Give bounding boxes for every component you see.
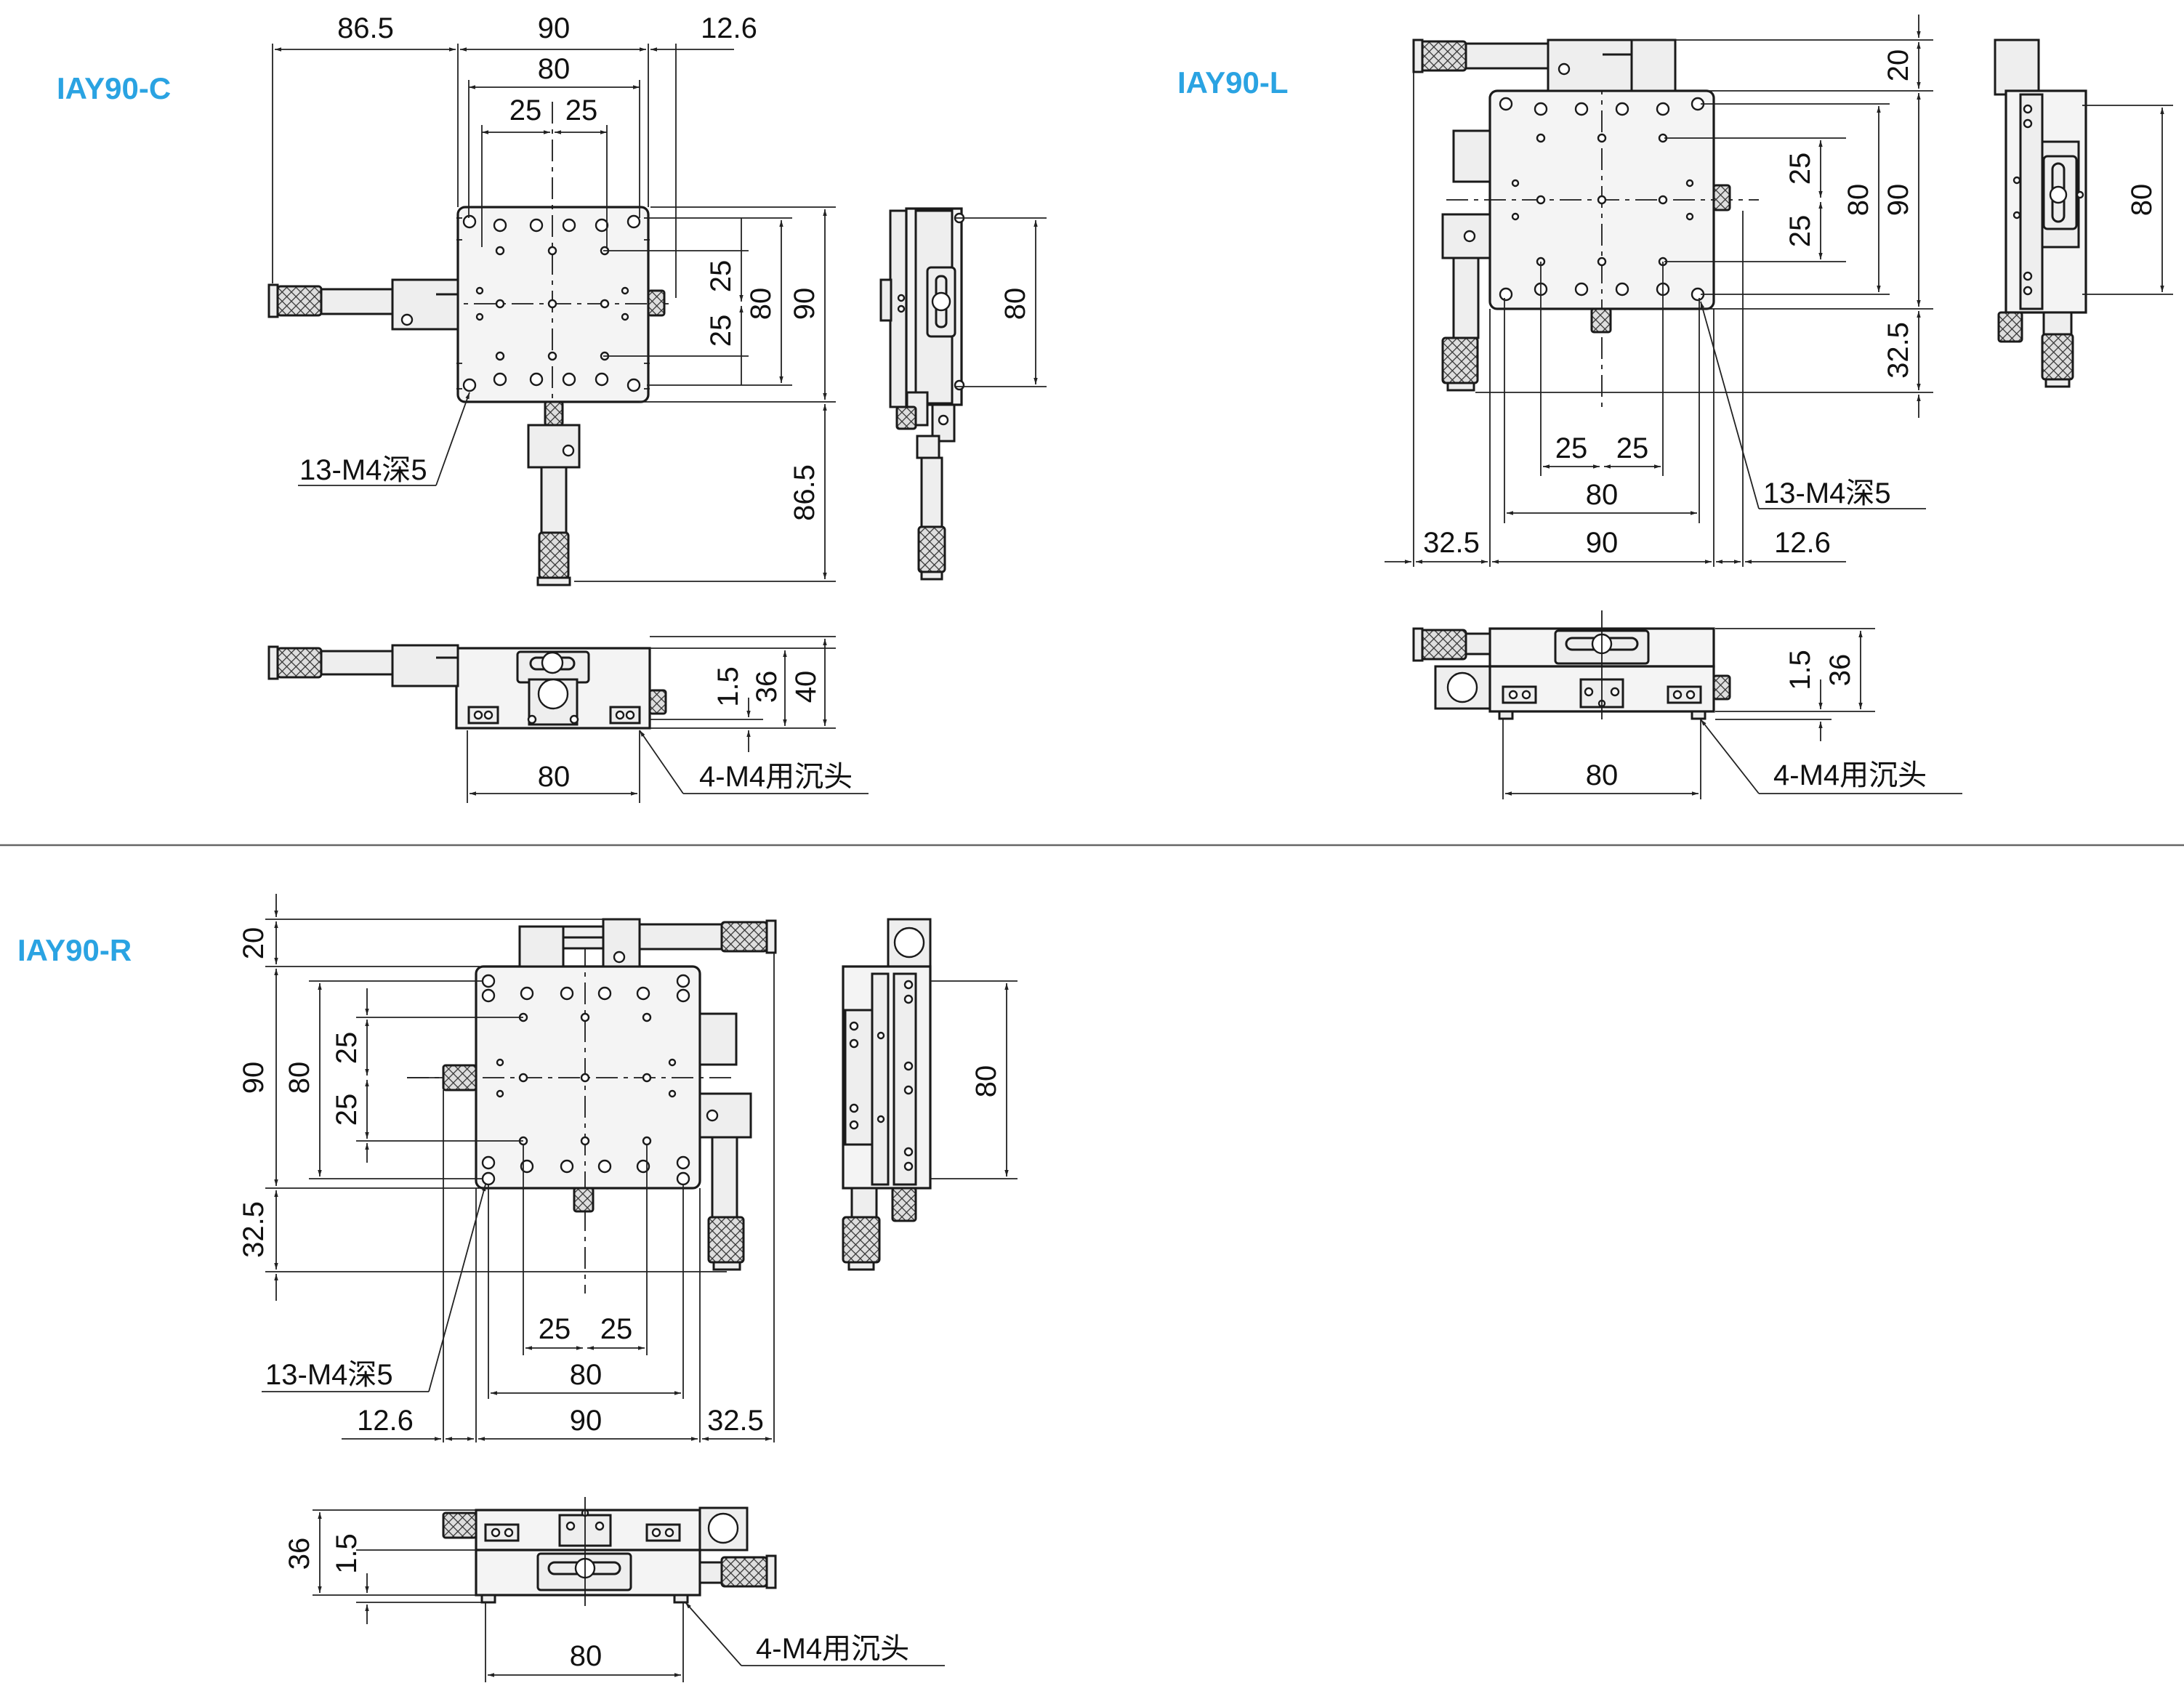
dim-label: 86.5 (337, 12, 394, 44)
stage-side-view: 80 (879, 207, 1047, 581)
dim-label: 25 (331, 1032, 363, 1065)
dim-label: 12.6 (1774, 527, 1831, 559)
stage-top-view (407, 918, 777, 1294)
dim-label: 1.5 (331, 1533, 363, 1574)
view-iay90-c: IAY90-C (57, 12, 1047, 803)
dim-label: 90 (538, 12, 571, 44)
countersink-note: 4-M4用沉头 (756, 1633, 909, 1665)
countersink-note: 4-M4用沉头 (699, 761, 853, 793)
mounting-holes (462, 214, 641, 392)
dim-label: 90 (570, 1405, 603, 1437)
dim-label: 32.5 (707, 1405, 764, 1437)
dim-label: 36 (1824, 654, 1856, 687)
dim-label: 80 (570, 1640, 603, 1672)
dim-label: 90 (1586, 527, 1619, 559)
hole-note: 13-M4深5 (299, 454, 427, 486)
y-micrometer (698, 1012, 752, 1271)
dim-label: 36 (751, 671, 783, 703)
dim-label: 12.6 (701, 12, 757, 44)
dim-label: 20 (238, 927, 270, 960)
dim-label: 25 (705, 260, 737, 293)
view-iay90-l: IAY90-L (1177, 15, 2173, 799)
dim-label: 80 (745, 288, 777, 320)
view-title: IAY90-C (57, 71, 171, 105)
bottom-dimensions: 25 25 80 12.6 90 32.5 (342, 953, 775, 1442)
dim-label: 25 (1784, 215, 1816, 248)
dim-label: 80 (538, 761, 571, 793)
y-micrometer (527, 400, 581, 586)
stage-front-view: 1.5 36 80 4-M4用沉头 (1412, 610, 1962, 799)
right-dimensions: 25 25 80 90 86.5 (574, 206, 836, 582)
hole-note: 13-M4深5 (265, 1359, 393, 1391)
dim-label: 80 (283, 1062, 315, 1094)
lock-knob (442, 1064, 478, 1091)
dim-label: 25 (539, 1313, 571, 1345)
mounting-holes (481, 974, 690, 1186)
view-title: IAY90-R (17, 933, 132, 967)
dim-label: 25 (600, 1313, 633, 1345)
stage-top-view (267, 102, 669, 586)
stage-side-view: 80 (1994, 39, 2173, 388)
lock-knob (647, 289, 666, 317)
stage-front-view: 1.5 36 40 80 4-M4用沉头 (267, 636, 869, 803)
dim-label: 25 (1784, 153, 1816, 185)
stage-side-view: 80 (842, 918, 1018, 1271)
dim-label: 86.5 (789, 464, 821, 521)
dim-label: 80 (1586, 759, 1619, 791)
mounting-holes (1499, 97, 1705, 302)
left-dimensions: 20 90 80 25 25 32.5 (238, 894, 727, 1301)
dim-label: 80 (970, 1065, 1002, 1098)
dim-label: 25 (1616, 432, 1649, 464)
y-micrometer (1441, 129, 1491, 392)
dim-label: 25 (1555, 432, 1588, 464)
dim-label: 25 (705, 315, 737, 347)
dim-label: 80 (538, 53, 571, 85)
top-dimensions: 86.5 90 12.6 80 25 25 (272, 12, 757, 298)
stage-top-view (1412, 39, 1759, 407)
dim-label: 40 (790, 671, 822, 703)
dim-label: 25 (565, 94, 598, 126)
dim-label: 1.5 (1784, 650, 1816, 690)
lock-knob (1590, 307, 1612, 334)
lock-knob (1712, 184, 1731, 211)
dim-label: 1.5 (712, 666, 744, 707)
lock-knob (573, 1187, 595, 1213)
dim-label: 80 (570, 1359, 603, 1391)
right-dimensions: 20 25 25 80 90 32.5 (1475, 15, 1933, 418)
dim-label: 12.6 (357, 1405, 414, 1437)
dim-label: 25 (331, 1094, 363, 1126)
stage-front-view: 36 1.5 80 4-M4用沉头 (283, 1497, 945, 1682)
dim-label: 90 (238, 1062, 270, 1094)
dim-label: 32.5 (1882, 322, 1914, 379)
dim-label: 32.5 (1423, 527, 1480, 559)
view-iay90-r: IAY90-R (17, 894, 1018, 1682)
dim-label: 25 (509, 94, 542, 126)
dim-label: 90 (789, 288, 821, 320)
x-micrometer (267, 278, 459, 331)
dim-label: 90 (1882, 184, 1914, 217)
dim-label: 36 (283, 1538, 315, 1570)
dim-label: 80 (999, 288, 1031, 320)
bottom-dimensions: 25 25 80 32.5 90 12.6 (1385, 73, 1846, 567)
x-micrometer (518, 918, 777, 968)
dim-label: 32.5 (238, 1201, 270, 1258)
view-title: IAY90-L (1177, 65, 1289, 100)
dim-label: 80 (1586, 479, 1619, 511)
dim-label: 80 (2126, 184, 2158, 217)
x-micrometer (1412, 39, 1677, 92)
dim-label: 80 (1842, 184, 1874, 217)
hole-note: 13-M4深5 (1763, 477, 1891, 509)
dim-label: 20 (1882, 49, 1914, 82)
countersink-note: 4-M4用沉头 (1773, 759, 1927, 791)
